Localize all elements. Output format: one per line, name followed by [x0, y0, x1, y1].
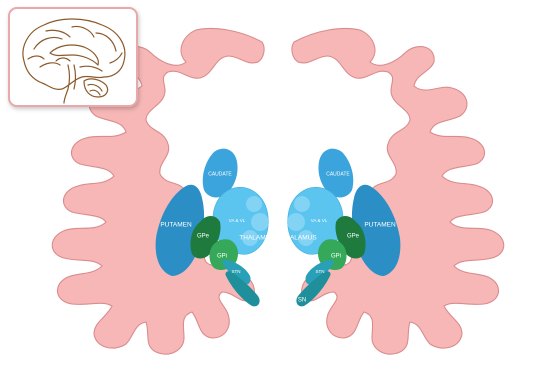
- left-thalamus-nuclei-label: VA & VL: [229, 218, 246, 223]
- left-caudate-label: CAUDATE: [208, 171, 232, 177]
- left-sn-label: SN: [225, 298, 233, 304]
- left-thalamus-nucleus: [246, 196, 262, 212]
- right-thalamus-label: THALAMUS: [281, 235, 317, 242]
- right-putamen-label: PUTAMEN: [364, 222, 396, 229]
- left-putamen-label: PUTAMEN: [160, 222, 192, 229]
- right-gpe-label: GPe: [347, 234, 360, 240]
- sagittal-brain-inset: [8, 7, 138, 107]
- right-thalamus-nucleus: [287, 213, 305, 231]
- right-thalamus-nuclei-label: VA & VL: [311, 218, 328, 223]
- right-stn-label: STN: [316, 269, 325, 274]
- left-thalamus-label: THALAMUS: [239, 235, 275, 242]
- sagittal-brain-icon: [10, 9, 136, 105]
- left-gpi-label: GPi: [217, 254, 227, 260]
- right-sn-label: SN: [298, 298, 306, 304]
- right-gpi-label: GPi: [331, 254, 341, 260]
- left-thalamus-nucleus: [251, 213, 269, 231]
- right-caudate-label: CAUDATE: [326, 171, 350, 177]
- left-gpe-label: GPe: [197, 234, 210, 240]
- left-stn-label: STN: [232, 269, 241, 274]
- right-thalamus-nucleus: [294, 196, 310, 212]
